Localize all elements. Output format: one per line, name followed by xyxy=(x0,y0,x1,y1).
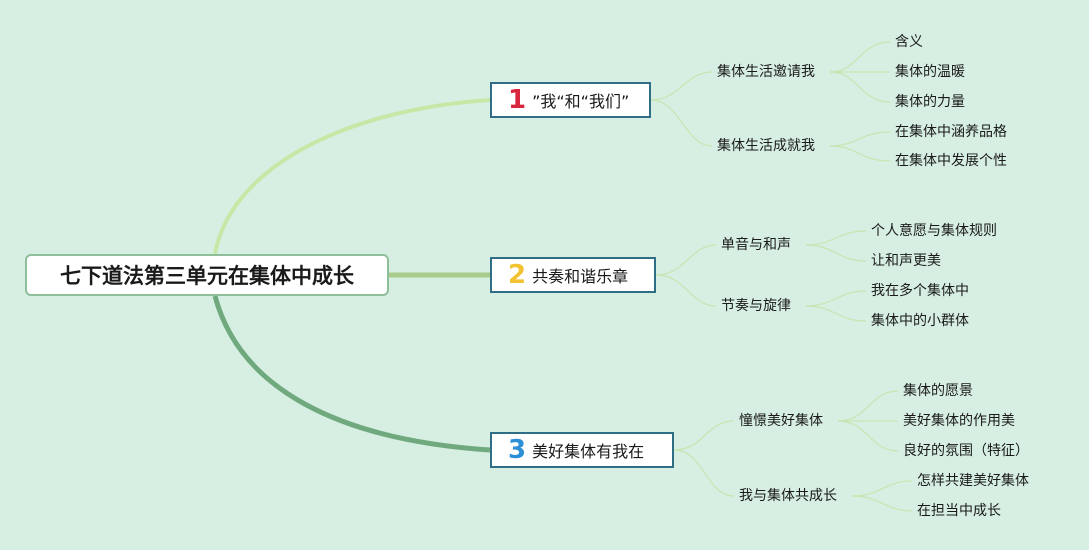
sub-line xyxy=(673,449,735,497)
subtopic-1-2[interactable]: 集体生活成就我 xyxy=(717,138,815,154)
leaf-line xyxy=(829,41,891,73)
branch-line-3 xyxy=(212,295,491,453)
topic-1[interactable]: 1 ”我“和“我们” xyxy=(490,82,651,118)
leaf-line xyxy=(829,71,891,103)
leaf-line xyxy=(829,131,891,147)
leaf-2-1-1[interactable]: 个人意愿与集体规则 xyxy=(871,223,997,239)
leaf-2-1-2[interactable]: 让和声更美 xyxy=(871,253,941,269)
sub-line xyxy=(650,99,713,147)
leaf-line xyxy=(805,290,867,307)
leaf-3-2-1[interactable]: 怎样共建美好集体 xyxy=(917,473,1029,489)
leaf-1-1-3[interactable]: 集体的力量 xyxy=(895,94,965,110)
root-topic-label: 七下道法第三单元在集体中成长 xyxy=(60,264,354,288)
root-topic[interactable]: 七下道法第三单元在集体中成长 xyxy=(25,254,389,296)
subtopic-3-1[interactable]: 憧憬美好集体 xyxy=(739,413,823,429)
sub-line xyxy=(673,420,735,451)
topic-1-label: ”我“和“我们” xyxy=(532,92,630,111)
leaf-3-2-2[interactable]: 在担当中成长 xyxy=(917,503,1001,519)
leaf-3-1-3[interactable]: 良好的氛围（特征） xyxy=(903,443,1029,459)
topic-3-label: 美好集体有我在 xyxy=(532,442,645,461)
leaf-1-1-2[interactable]: 集体的温暖 xyxy=(895,64,965,80)
leaf-1-1-1[interactable]: 含义 xyxy=(895,34,923,50)
branch-line-1 xyxy=(213,98,491,255)
leaf-line xyxy=(837,390,899,422)
leaf-2-2-2[interactable]: 集体中的小群体 xyxy=(871,313,969,329)
leaf-3-1-2[interactable]: 美好集体的作用美 xyxy=(903,413,1015,429)
subtopic-3-2[interactable]: 我与集体共成长 xyxy=(739,488,837,504)
leaf-line xyxy=(851,495,913,512)
leaf-line xyxy=(805,230,867,246)
leaf-1-2-2[interactable]: 在集体中发展个性 xyxy=(895,153,1007,169)
subtopic-2-2[interactable]: 节奏与旋律 xyxy=(721,298,791,314)
topic-2-number: 2 xyxy=(508,260,527,290)
leaf-1-2-1[interactable]: 在集体中涵养品格 xyxy=(895,124,1007,140)
leaf-line xyxy=(837,420,899,452)
topic-3[interactable]: 3 美好集体有我在 xyxy=(490,432,674,468)
leaf-3-1-1[interactable]: 集体的愿景 xyxy=(903,383,973,399)
leaf-line xyxy=(851,480,913,497)
leaf-line xyxy=(805,244,867,262)
leaf-2-2-1[interactable]: 我在多个集体中 xyxy=(871,283,969,299)
sub-line xyxy=(655,274,717,307)
sub-line xyxy=(650,71,713,101)
topic-1-number: 1 xyxy=(508,85,527,115)
leaf-line xyxy=(829,145,891,162)
topic-2[interactable]: 2 共奏和谐乐章 xyxy=(490,257,656,293)
topic-2-label: 共奏和谐乐章 xyxy=(532,267,629,286)
sub-line xyxy=(655,244,717,276)
leaf-line xyxy=(805,305,867,322)
subtopic-2-1[interactable]: 单音与和声 xyxy=(721,237,791,253)
topic-3-number: 3 xyxy=(508,435,527,465)
subtopic-1-1[interactable]: 集体生活邀请我 xyxy=(717,64,815,80)
